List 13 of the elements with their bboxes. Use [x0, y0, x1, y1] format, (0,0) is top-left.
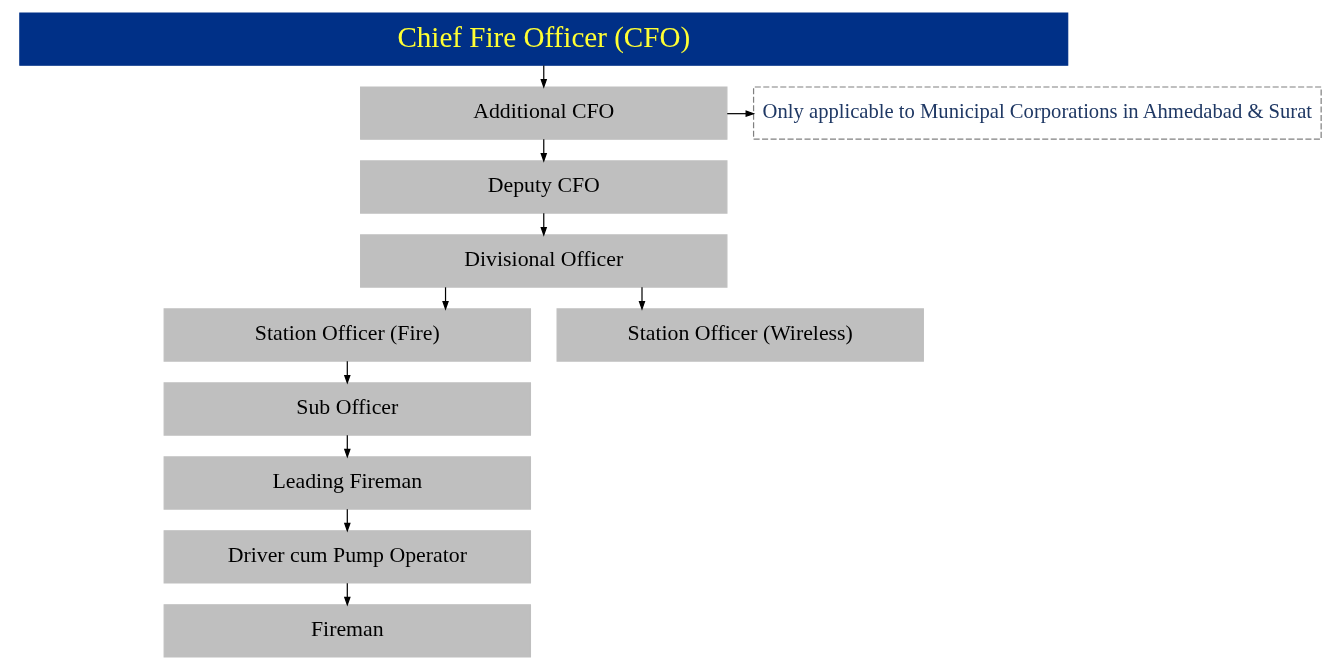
- node-box: Sub Officer: [163, 382, 532, 436]
- node-box: Driver cum Pump Operator: [163, 530, 532, 584]
- node-box: Deputy CFO: [360, 160, 728, 214]
- node-box: Divisional Officer: [360, 234, 728, 288]
- arrow: [638, 286, 646, 311]
- node-box: Station Officer (Wireless): [556, 308, 924, 362]
- node-box: Fireman: [163, 604, 532, 658]
- node-box: Chief Fire Officer (CFO): [19, 12, 1069, 66]
- node-box: Leading Fireman: [163, 456, 532, 510]
- node-box: Station Officer (Fire): [163, 308, 532, 362]
- node-box: Only applicable to Municipal Corporations in Ahmedabad & Surat: [752, 86, 1322, 140]
- arrow: [726, 110, 756, 118]
- node-box: Additional CFO: [360, 86, 728, 140]
